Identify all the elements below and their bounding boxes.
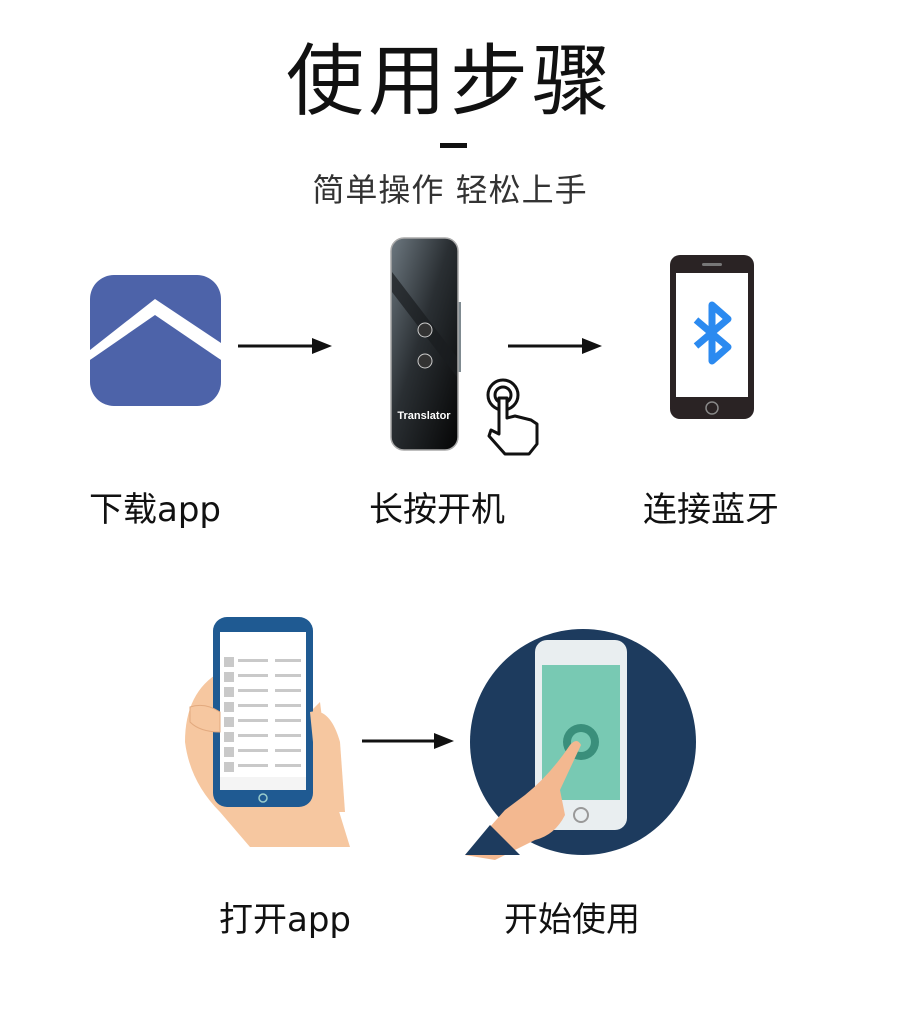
step-label-start-using: 开始使用	[504, 900, 640, 940]
title-divider	[440, 143, 467, 148]
hand-tap-icon	[486, 378, 539, 456]
app-icon	[90, 275, 221, 406]
page-subtitle: 简单操作 轻松上手	[312, 171, 588, 209]
finger-tap-phone	[465, 629, 696, 860]
arrow-right-icon	[508, 338, 602, 354]
arrow-right-icon	[238, 338, 332, 354]
device-brand-text: Translator	[397, 410, 451, 422]
page-title: 使用步骤	[285, 37, 614, 127]
bluetooth-phone	[670, 255, 754, 419]
translator-device: Translator	[390, 237, 461, 451]
step-label-bluetooth: 连接蓝牙	[643, 490, 779, 530]
hand-holding-phone	[185, 617, 350, 847]
arrow-right-icon	[362, 733, 454, 749]
step-label-download: 下载app	[89, 490, 221, 530]
step-label-open-app: 打开app	[219, 900, 351, 940]
step-label-power-on: 长按开机	[369, 490, 505, 530]
bluetooth-icon	[693, 301, 732, 365]
